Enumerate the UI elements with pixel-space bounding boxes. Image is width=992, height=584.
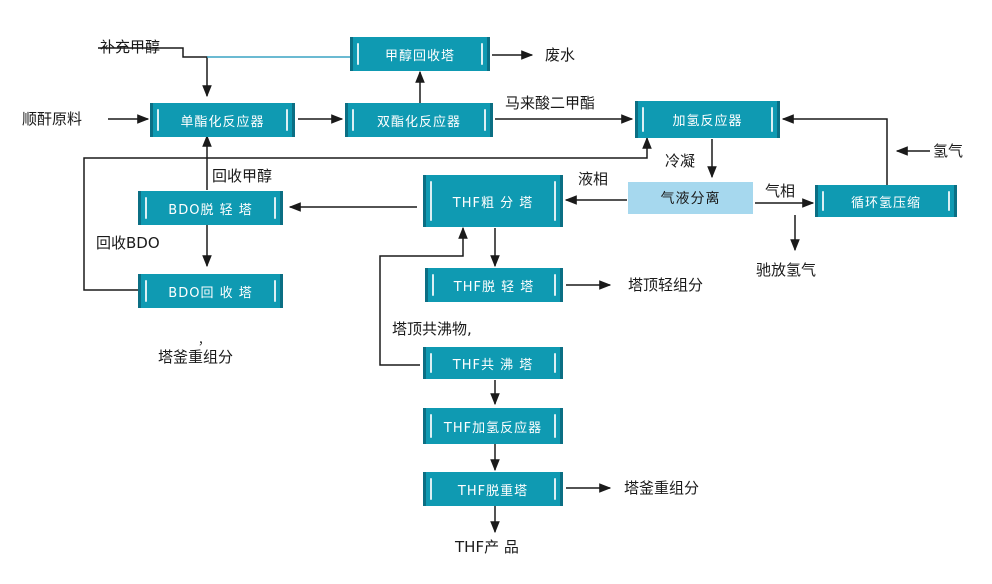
gas-liquid-separator-label: 气液分离: [660, 191, 721, 207]
diester-reactor-label: 双酯化反应器: [376, 114, 461, 130]
monoester-reactor[interactable]: 单酯化反应器: [150, 103, 295, 137]
recovered-methanol-label: 回收甲醇: [212, 167, 273, 185]
hydrogenation-reactor-label: 加氢反应器: [672, 114, 743, 129]
bdo-recovery-tower-label: BDO回 收 塔: [168, 285, 253, 301]
thf-heavy-tower-label: THF脱重塔: [457, 483, 529, 499]
bdo-recovery-tower[interactable]: BDO回 收 塔: [138, 274, 283, 308]
bdo-light-tower-label: BDO脱 轻 塔: [168, 202, 253, 218]
line-hydrogen-recycle: [781, 114, 888, 185]
dimethyl-maleate-label: 马来酸二甲酯: [505, 94, 596, 112]
thf-product-label: THF产 品: [455, 538, 519, 556]
liquid-phase-label: 液相: [578, 170, 609, 188]
monoester-reactor-label: 单酯化反应器: [180, 114, 265, 130]
feed-label: 顺酐原料: [22, 110, 83, 128]
vent-hydrogen-label: 驰放氢气: [756, 261, 817, 279]
thf-hydrogenation-reactor[interactable]: THF加氢反应器: [423, 408, 563, 444]
gas-phase-label: 气相: [765, 182, 796, 200]
methanol-recovery-tower[interactable]: 甲醇回收塔: [350, 37, 490, 71]
thf-azeotrope-tower[interactable]: THF共 沸 塔: [423, 347, 563, 379]
top-azeotrope-label: 塔顶共沸物,: [392, 320, 472, 338]
diester-reactor[interactable]: 双酯化反应器: [345, 103, 493, 137]
hydrogen-compressor-label: 循环氢压缩: [850, 195, 921, 211]
hydrogen-label: 氢气: [933, 142, 964, 160]
recovered-bdo-label: 回收BDO: [96, 234, 160, 252]
thf-light-tower-label: THF脱 轻 塔: [453, 279, 535, 295]
thf-azeotrope-tower-label: THF共 沸 塔: [452, 357, 534, 373]
line-azeotrope-recycle: [379, 226, 468, 366]
line-recovered-bdo-loop: [83, 136, 652, 291]
thf-heavy-tower[interactable]: THF脱重塔: [423, 472, 563, 506]
waste-water-label: 废水: [545, 46, 576, 64]
top-light-label: 塔顶轻组分: [628, 276, 704, 294]
thf-hydrogenation-reactor-label: THF加氢反应器: [443, 420, 543, 436]
methanol-recovery-tower-label: 甲醇回收塔: [384, 48, 455, 64]
condensation-label: 冷凝: [665, 152, 696, 170]
thf-light-tower[interactable]: THF脱 轻 塔: [425, 268, 563, 302]
gas-liquid-separator[interactable]: 气液分离: [628, 182, 753, 214]
bdo-light-tower[interactable]: BDO脱 轻 塔: [138, 191, 283, 225]
comma-mark: ，: [198, 333, 211, 347]
makeup-methanol-label: 补充甲醇: [100, 38, 161, 56]
bottoms-heavy-left-label: 塔釜重组分: [158, 348, 234, 366]
hydrogenation-reactor[interactable]: 加氢反应器: [635, 101, 780, 138]
line-makeup-methanol: [98, 47, 212, 98]
thf-crude-tower[interactable]: THF粗 分 塔: [423, 175, 563, 227]
hydrogen-compressor[interactable]: 循环氢压缩: [815, 185, 957, 217]
thf-crude-tower-label: THF粗 分 塔: [452, 195, 534, 211]
bottoms-heavy-right-label: 塔釜重组分: [624, 479, 700, 497]
